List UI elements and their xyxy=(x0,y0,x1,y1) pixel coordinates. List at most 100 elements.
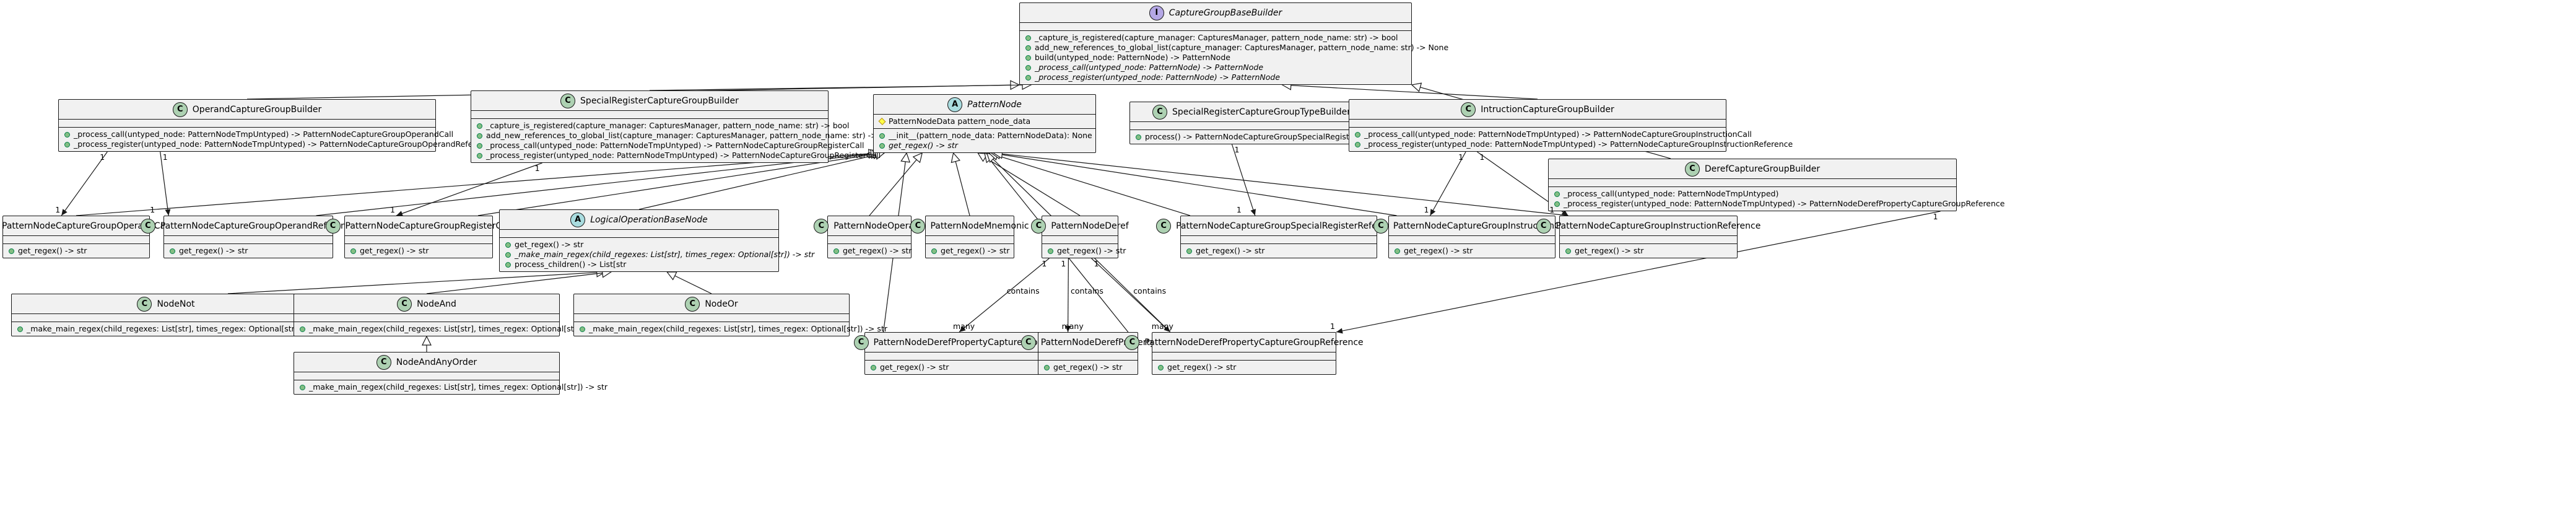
class-method: _process_register(untyped_node: PatternN… xyxy=(1025,72,1406,82)
class-stereotype-icon: C xyxy=(560,93,576,108)
class-method: process() -> PatternNodeCaptureGroupSpec… xyxy=(1136,132,1396,142)
multiplicity-label: 1 xyxy=(1234,145,1240,154)
class-name: IntructionCaptureGroupBuilder xyxy=(1481,104,1614,115)
member-text: get_regex() -> str xyxy=(179,246,248,255)
class-stereotype-icon: C xyxy=(137,296,152,312)
class-stereotype-icon: C xyxy=(853,335,869,350)
class-method: _make_main_regex(child_regexes: List[str… xyxy=(505,250,814,260)
class-method: _process_call(untyped_node: PatternNodeT… xyxy=(477,141,864,151)
relation-label: contains xyxy=(1071,286,1103,296)
class-method: _process_call(untyped_node: PatternNode)… xyxy=(1025,63,1406,72)
fields-section xyxy=(1560,236,1737,244)
class-stereotype-icon: C xyxy=(172,102,188,117)
member-text: _process_call(untyped_node: PatternNodeT… xyxy=(1564,189,1779,198)
class-method: _make_main_regex(child_regexes: List[str… xyxy=(580,324,887,334)
class-name: PatternNodeMnemonic xyxy=(930,221,1029,231)
class-method: get_regex() -> str xyxy=(931,246,1009,256)
class-stereotype-icon: C xyxy=(910,218,926,234)
class-name: PatternNodeDerefPropertyCaptureGroupRefe… xyxy=(1144,337,1364,348)
public-visibility-icon xyxy=(1186,248,1192,254)
inheritance-line xyxy=(76,153,869,216)
association-arrow-icon xyxy=(165,209,171,216)
class-method: get_regex() -> str xyxy=(1395,246,1549,256)
class-method: _make_main_regex(child_regexes: List[str… xyxy=(17,324,325,334)
class-method: get_regex() -> str xyxy=(1048,246,1126,256)
public-visibility-icon xyxy=(833,248,839,254)
class-method: _process_call(untyped_node: PatternNodeT… xyxy=(1554,189,1951,199)
inheritance-line xyxy=(1002,153,1569,216)
association-arrow-icon xyxy=(1561,209,1569,216)
class-method: _make_main_regex(child_regexes: List[str… xyxy=(300,382,607,392)
member-text: get_regex() -> str xyxy=(880,362,949,372)
public-visibility-icon xyxy=(300,326,305,332)
class-name: OperandCaptureGroupBuilder xyxy=(192,104,322,115)
member-text: _process_register(untyped_node: PatternN… xyxy=(1035,72,1281,82)
inheritance-line xyxy=(649,84,1023,91)
class-name: PatternNodeCaptureGroupInstructionCall xyxy=(1393,221,1571,231)
class-method: process_children() -> List[str xyxy=(505,260,773,269)
member-text: get_regex() -> str xyxy=(1167,362,1237,372)
methods-section: get_regex() -> str_make_main_regex(child… xyxy=(500,238,814,271)
class-header: C PatternNodeMnemonic xyxy=(910,216,1029,236)
multiplicity-label: 1 xyxy=(1458,152,1464,162)
class-name: NodeOr xyxy=(705,299,738,309)
public-visibility-icon xyxy=(9,248,14,254)
multiplicity-label: many xyxy=(953,322,975,331)
public-visibility-icon xyxy=(300,384,305,390)
class-method: add_new_references_to_global_list(captur… xyxy=(1025,43,1448,53)
public-visibility-icon xyxy=(580,326,585,332)
multiplicity-label: 1 xyxy=(1042,259,1047,268)
public-visibility-icon xyxy=(505,242,511,248)
class-method: get_regex() -> str xyxy=(833,246,912,256)
class-stereotype-icon: C xyxy=(397,296,412,312)
class-method: get_regex() -> str xyxy=(1186,246,1371,256)
methods-section: _process_call(untyped_node: PatternNodeT… xyxy=(1549,187,2005,211)
inheritance-line xyxy=(426,273,603,294)
public-visibility-icon xyxy=(1565,248,1571,254)
public-visibility-icon xyxy=(871,364,876,370)
member-text: get_regex() -> str xyxy=(515,240,584,249)
inheritance-line xyxy=(997,155,1191,216)
inheritance-line xyxy=(316,153,871,216)
inheritance-line xyxy=(477,154,874,216)
class-name: NodeNot xyxy=(157,299,195,309)
member-text: _process_register(untyped_node: PatternN… xyxy=(1564,199,2005,208)
multiplicity-label: 1 xyxy=(390,205,395,214)
member-text: _make_main_regex(child_regexes: List[str… xyxy=(589,324,887,333)
class-name: PatternNodeCaptureGroupOperandReference xyxy=(160,221,357,231)
class-name: DerefCaptureGroupBuilder xyxy=(1704,164,1821,174)
member-text: _process_call(untyped_node: PatternNodeT… xyxy=(486,141,864,150)
class-stereotype-icon: C xyxy=(814,218,829,234)
fields-section xyxy=(926,236,1014,244)
class-stereotype-icon: C xyxy=(1461,102,1476,117)
methods-section: get_regex() -> str xyxy=(1042,244,1126,258)
class-name: PatternNode xyxy=(967,99,1022,110)
class-stereotype-icon: C xyxy=(1684,161,1700,177)
association-arrow-icon xyxy=(1430,209,1436,216)
public-visibility-icon xyxy=(1554,191,1560,197)
inheritance-arrow-icon xyxy=(422,335,432,346)
inheritance-arrow-icon xyxy=(912,152,923,164)
methods-section: get_regex() -> str xyxy=(828,244,912,258)
class-stereotype-icon: C xyxy=(1156,218,1172,234)
methods-section: get_regex() -> str xyxy=(3,244,149,258)
association-line xyxy=(1091,258,1171,333)
multiplicity-label: 1 xyxy=(1933,212,1938,221)
fields-section xyxy=(164,236,333,244)
class-method: _process_call(untyped_node: PatternNodeT… xyxy=(1355,129,1752,139)
multiplicity-label: 1 xyxy=(1061,259,1066,268)
